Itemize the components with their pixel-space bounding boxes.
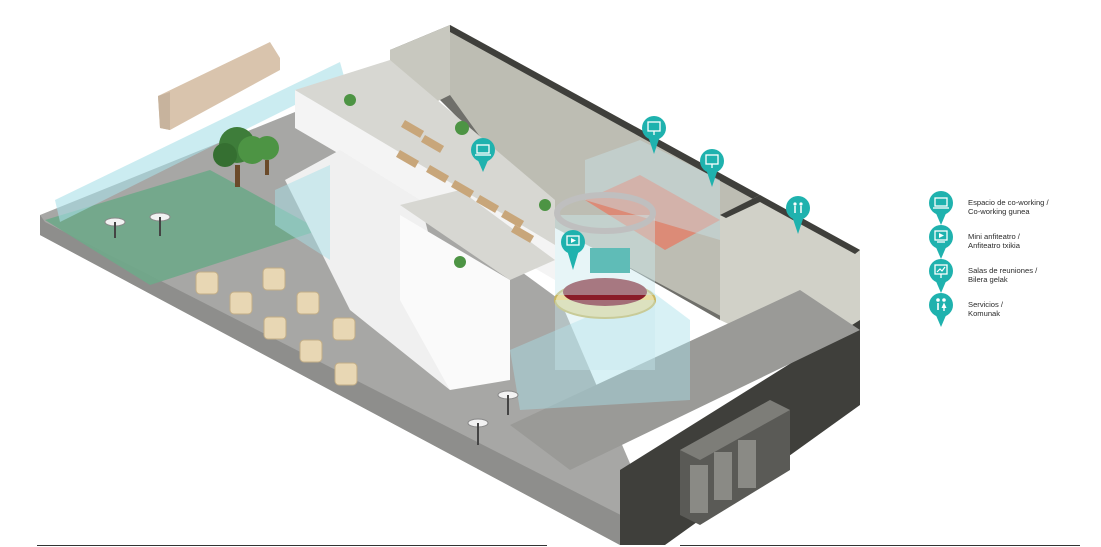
legend-label-coworking: Espacio de co-working / Co-working gunea bbox=[968, 198, 1049, 216]
legend-label-restrooms: Servicios / Komunak bbox=[968, 300, 1004, 318]
legend-label-amphitheatre: Mini anfiteatro / Anfiteatro txikia bbox=[968, 232, 1020, 250]
grass-area bbox=[45, 170, 320, 285]
laptop-pin-icon bbox=[471, 138, 495, 172]
legend: Espacio de co-working / Co-working gunea… bbox=[928, 191, 1093, 327]
restroom-icon bbox=[929, 293, 953, 327]
round-tables bbox=[104, 212, 519, 445]
legend-label-meeting-rooms: Salas de reuniones / Bilera gelak bbox=[968, 266, 1038, 284]
presentation-pin-icon-2 bbox=[700, 149, 724, 187]
bottom-rule-left bbox=[37, 545, 547, 546]
legend-item-restrooms: Servicios / Komunak bbox=[928, 293, 1093, 327]
restroom-roof-edge bbox=[720, 195, 860, 254]
coworking-tables bbox=[395, 119, 535, 243]
legend-item-amphitheatre: Mini anfiteatro / Anfiteatro txikia bbox=[928, 225, 1093, 259]
planter-icons bbox=[344, 94, 551, 268]
projector-screen-icon bbox=[929, 225, 953, 259]
lower-white-wall bbox=[400, 215, 510, 390]
legend-item-coworking: Espacio de co-working / Co-working gunea bbox=[928, 191, 1093, 225]
tan-back-wall bbox=[158, 42, 280, 130]
lower-building-floor bbox=[510, 290, 860, 470]
meeting-room-glass bbox=[585, 140, 720, 240]
laptop-icon bbox=[929, 191, 953, 225]
legend-item-meeting-rooms: Salas de reuniones / Bilera gelak bbox=[928, 259, 1093, 293]
cafe-tables bbox=[195, 267, 358, 386]
presentation-pin-icon bbox=[642, 116, 666, 154]
glass-panel bbox=[275, 165, 330, 260]
tree-icon bbox=[213, 127, 279, 187]
glass-fence bbox=[55, 62, 345, 222]
bottom-rule-right bbox=[680, 545, 1080, 546]
screen-pin-icon bbox=[561, 230, 585, 270]
glass-panel-2 bbox=[510, 290, 690, 410]
upper-terrace-floor bbox=[295, 60, 555, 245]
presentation-board-icon bbox=[929, 259, 953, 293]
tan-back-wall-side bbox=[158, 92, 170, 130]
restroom-pin-icon bbox=[786, 196, 810, 234]
amphitheatre bbox=[554, 192, 656, 370]
elevator-block bbox=[680, 400, 790, 525]
lower-terrace-floor bbox=[400, 190, 555, 280]
